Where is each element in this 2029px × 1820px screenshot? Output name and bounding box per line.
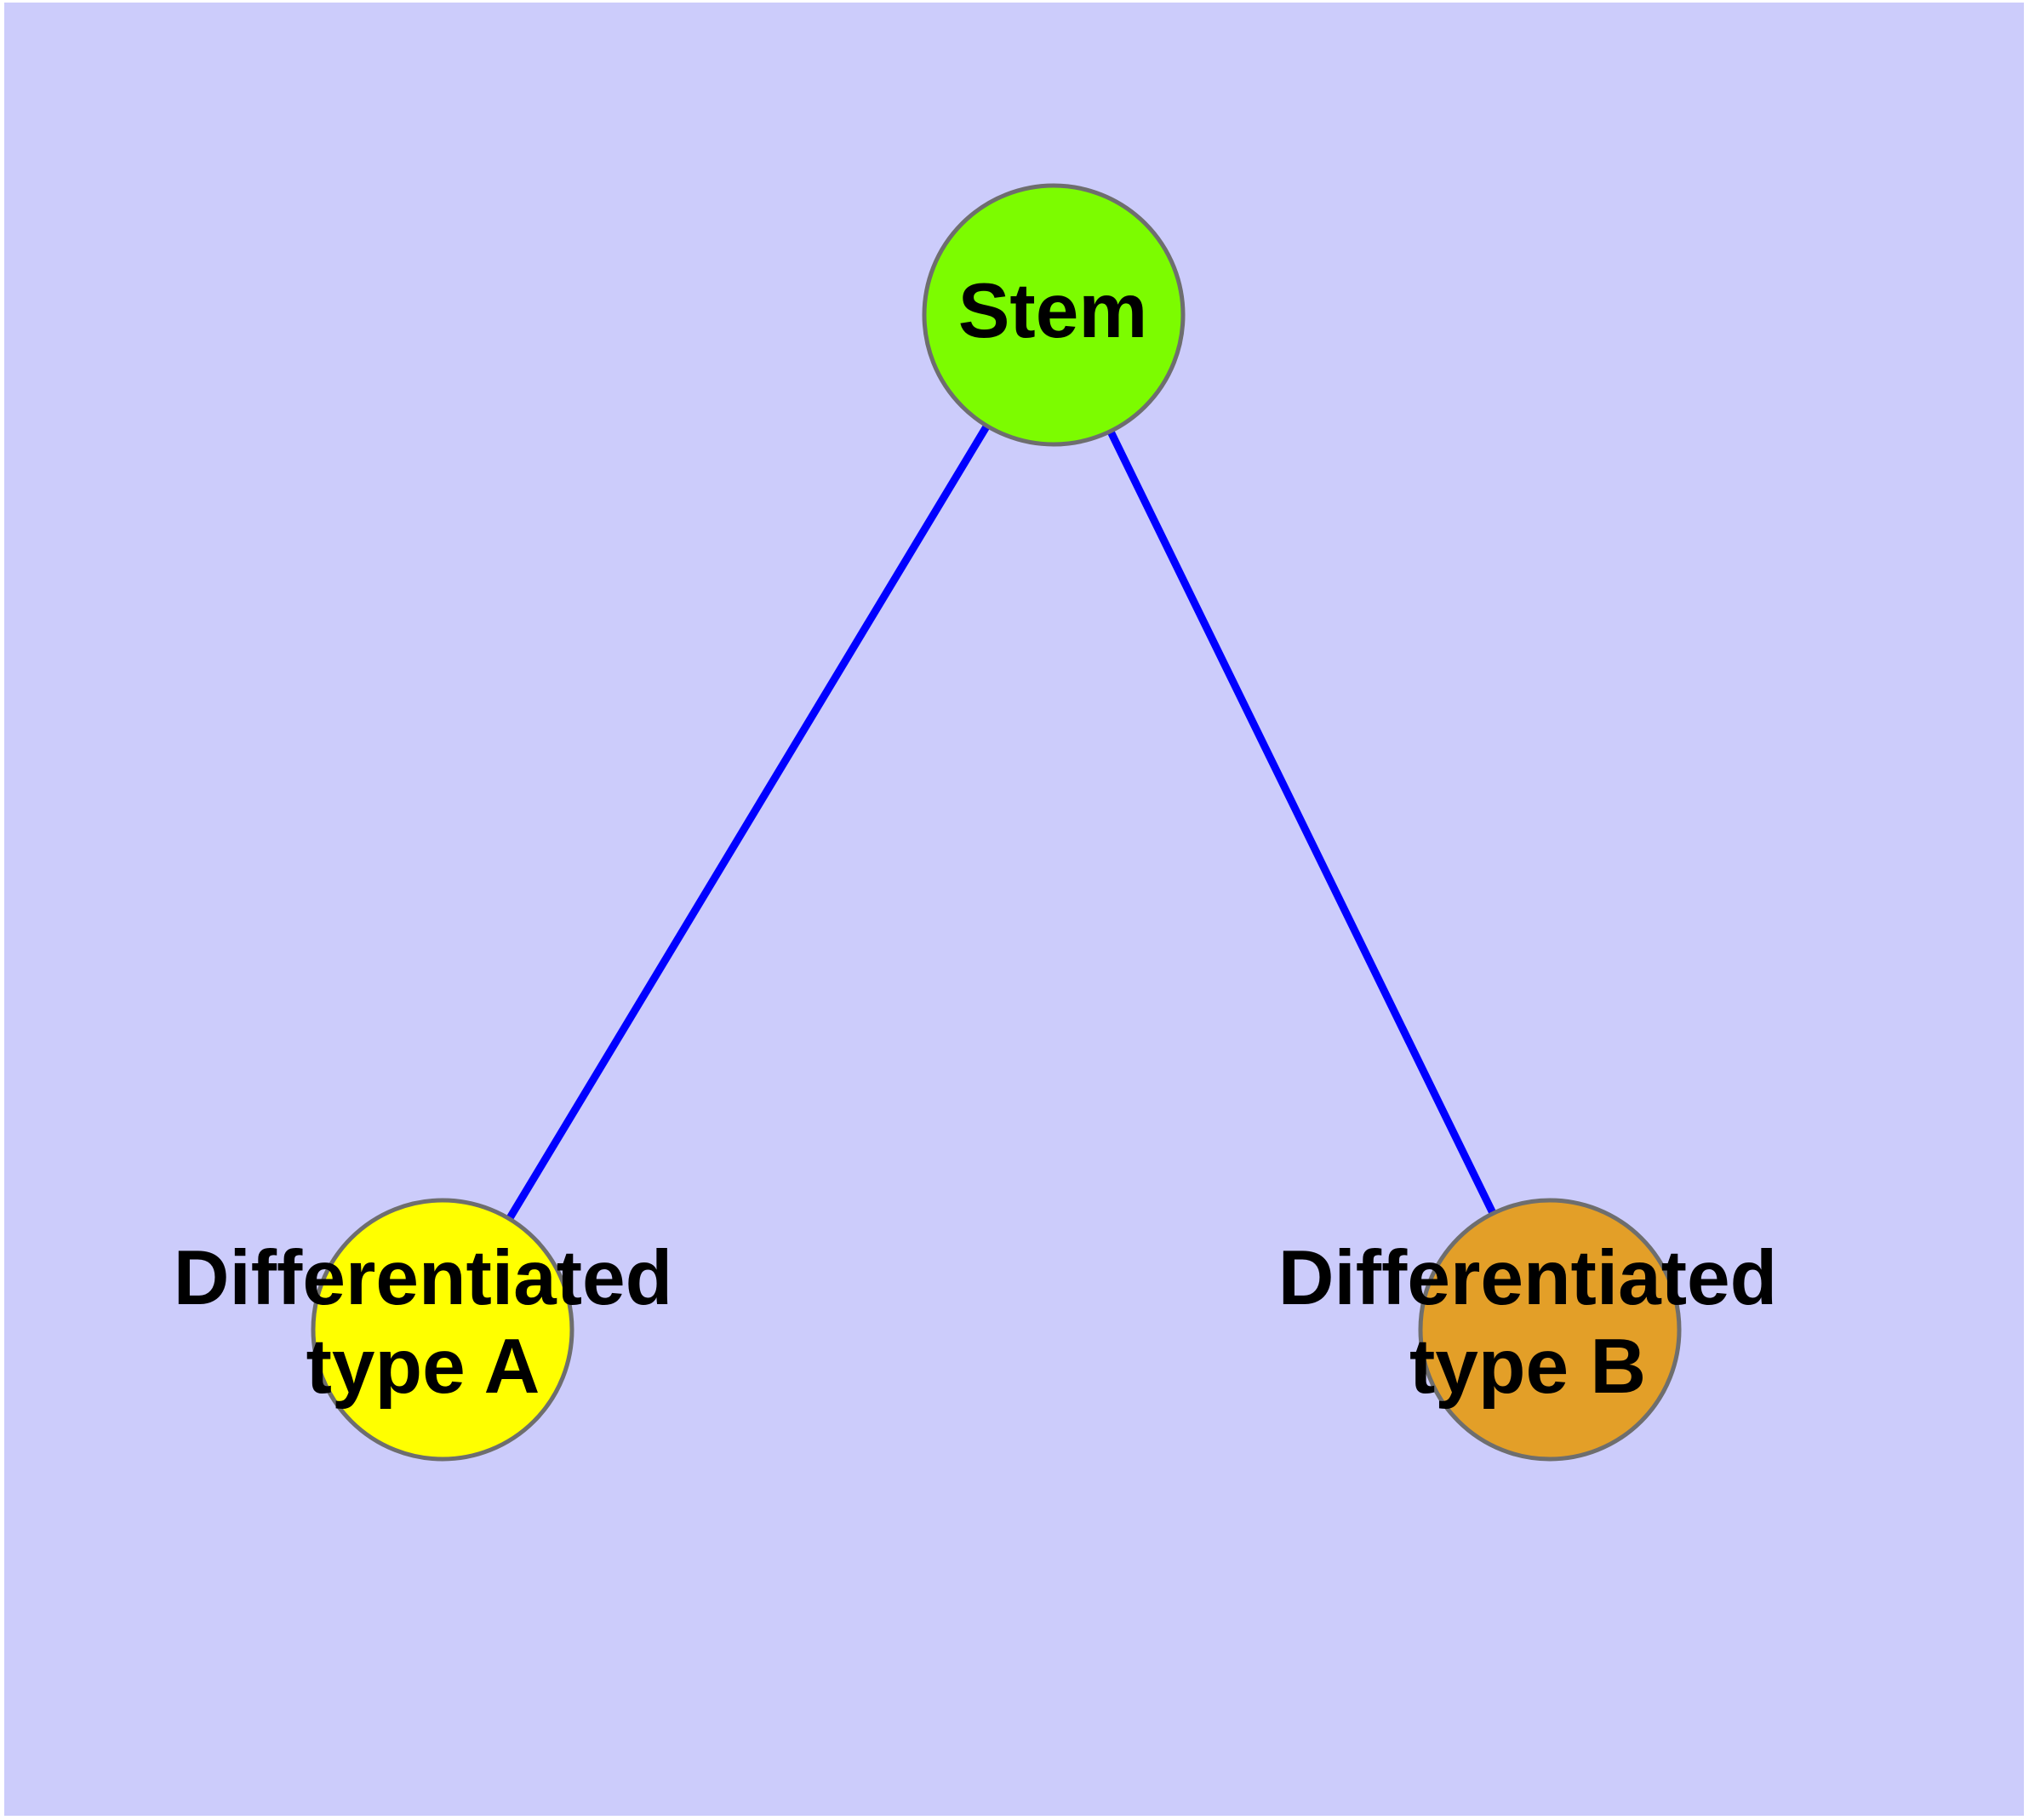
node-stem-label-line-0: Stem xyxy=(958,268,1148,354)
node-differentiated-type-b-circle[interactable] xyxy=(1418,1198,1682,1462)
node-differentiated-type-a[interactable]: Differentiated type A xyxy=(174,1198,673,1462)
node-stem[interactable]: Stem xyxy=(922,183,1186,447)
node-layer: Stem Differentiated type A Differentiate… xyxy=(174,183,1778,1462)
node-differentiated-type-a-circle[interactable] xyxy=(311,1198,574,1462)
node-differentiated-type-a-label-line-1: type A xyxy=(306,1324,540,1410)
edge-layer xyxy=(504,421,1499,1224)
node-stem-circle[interactable] xyxy=(922,183,1186,447)
node-differentiated-type-b-label-line-1: type B xyxy=(1409,1324,1646,1410)
node-differentiated-type-a-label-line-0: Differentiated xyxy=(174,1235,673,1321)
edge-stem-to-differentiated-type-b[interactable] xyxy=(1105,426,1499,1219)
node-differentiated-type-b[interactable]: Differentiated type B xyxy=(1278,1198,1778,1462)
node-differentiated-type-b-label-line-0: Differentiated xyxy=(1278,1235,1778,1321)
edge-stem-to-differentiated-type-a[interactable] xyxy=(504,421,992,1224)
